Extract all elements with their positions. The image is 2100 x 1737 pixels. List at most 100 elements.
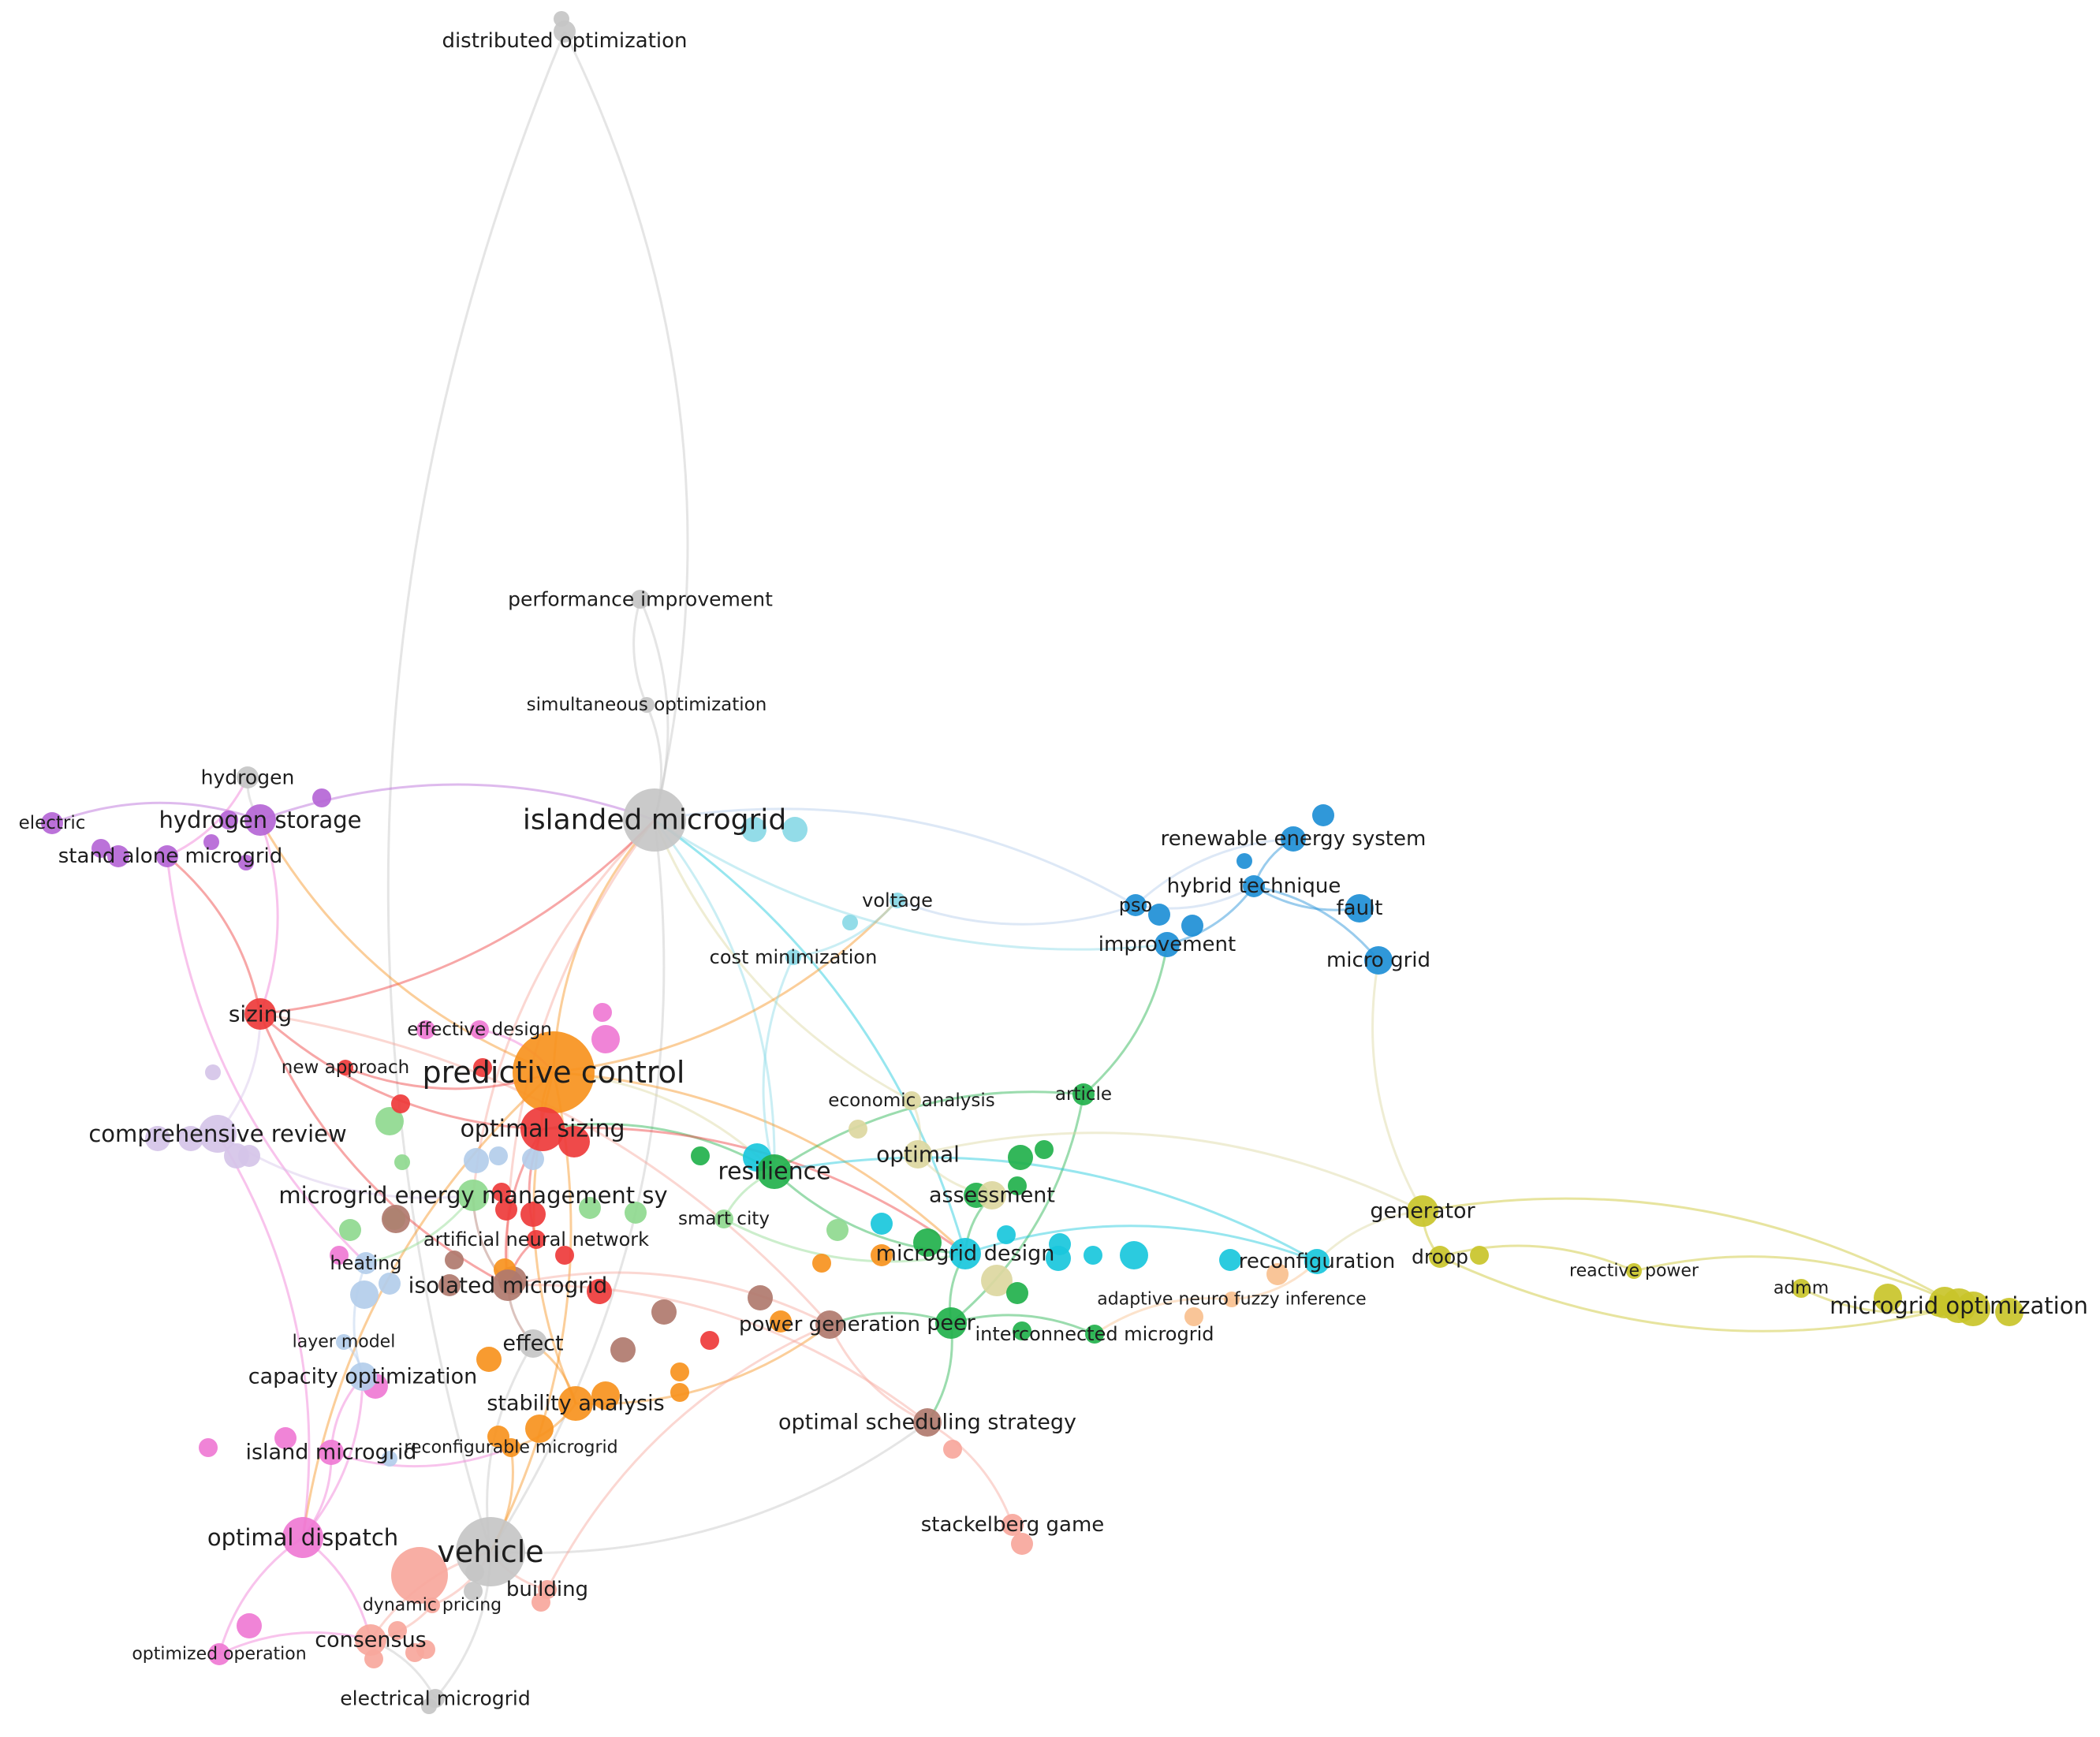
node-smart-city[interactable] <box>714 1210 733 1228</box>
node-artificial-neural-network[interactable] <box>527 1230 546 1249</box>
label-optimal-scheduling-strategy[interactable]: optimal scheduling strategy <box>778 1411 1076 1435</box>
minor-node[interactable] <box>558 1126 590 1157</box>
minor-node[interactable] <box>871 1244 893 1266</box>
node-reactive-power[interactable] <box>1626 1263 1642 1279</box>
label-cost-minimization[interactable]: cost minimization <box>710 946 878 968</box>
node-article[interactable] <box>1072 1083 1095 1105</box>
node-comprehensive-review[interactable] <box>199 1115 237 1153</box>
minor-node[interactable] <box>388 1621 407 1640</box>
label-stability-analysis[interactable]: stability analysis <box>487 1392 664 1416</box>
node-optimal-sizing[interactable] <box>520 1107 565 1151</box>
node-stackelberg-game[interactable] <box>1002 1514 1024 1536</box>
label-improvement[interactable]: improvement <box>1098 933 1236 956</box>
minor-node[interactable] <box>842 915 858 930</box>
minor-node[interactable] <box>520 1202 546 1227</box>
label-reconfigurable-microgrid[interactable]: reconfigurable microgrid <box>404 1438 617 1458</box>
node-consensus[interactable] <box>355 1624 386 1656</box>
label-islanded-microgrid[interactable]: islanded microgrid <box>523 804 786 837</box>
label-hydrogen-storage[interactable]: hydrogen storage <box>159 807 362 833</box>
minor-node[interactable] <box>199 1438 218 1457</box>
node-hydrogen[interactable] <box>237 766 259 788</box>
node-stand-alone-microgrid[interactable] <box>156 845 178 867</box>
node-voltage[interactable] <box>890 893 905 908</box>
minor-node[interactable] <box>1084 1246 1102 1265</box>
minor-node[interactable] <box>1013 1321 1031 1340</box>
node-dynamic-pricing[interactable] <box>424 1597 440 1613</box>
minor-node[interactable] <box>237 1613 262 1638</box>
node-distributed-optimization[interactable] <box>554 21 576 43</box>
minor-node[interactable] <box>375 1107 404 1135</box>
node-economic-analysis[interactable] <box>902 1091 921 1110</box>
minor-node[interactable] <box>476 1347 502 1372</box>
minor-node[interactable] <box>1008 1145 1033 1170</box>
minor-node[interactable] <box>849 1120 867 1139</box>
minor-node[interactable] <box>416 1020 435 1039</box>
label-voltage[interactable]: voltage <box>862 889 933 911</box>
label-economic-analysis[interactable]: economic analysis <box>828 1090 994 1111</box>
label-heating[interactable]: heating <box>330 1252 401 1274</box>
label-stackelberg-game[interactable]: stackelberg game <box>921 1513 1105 1537</box>
node-optimal-dispatch[interactable] <box>282 1517 323 1558</box>
minor-node[interactable] <box>339 1219 361 1241</box>
minor-node[interactable] <box>591 1025 620 1053</box>
label-resilience[interactable]: resilience <box>718 1158 830 1186</box>
minor-node[interactable] <box>1312 804 1334 826</box>
label-microgrid-energy-management-sy[interactable]: microgrid energy management sy <box>278 1182 667 1209</box>
minor-node[interactable] <box>579 1197 601 1219</box>
label-hydrogen[interactable]: hydrogen <box>201 766 295 789</box>
minor-node[interactable] <box>555 1246 574 1265</box>
node-microgrid-optimization[interactable] <box>1941 1288 1976 1323</box>
label-consensus[interactable]: consensus <box>315 1628 427 1653</box>
node-fault[interactable] <box>1345 894 1374 923</box>
node-hydrogen-storage[interactable] <box>244 804 276 836</box>
minor-node[interactable] <box>203 834 219 850</box>
minor-node[interactable] <box>473 1058 492 1077</box>
minor-node[interactable] <box>1237 853 1252 869</box>
minor-node[interactable] <box>379 1273 401 1295</box>
node-electric[interactable] <box>41 812 63 834</box>
label-optimal[interactable]: optimal <box>876 1142 960 1168</box>
minor-node[interactable] <box>416 1640 435 1659</box>
node-heating[interactable] <box>355 1252 377 1274</box>
node-pso[interactable] <box>1125 894 1147 916</box>
label-article[interactable]: article <box>1055 1084 1112 1105</box>
node-vehicle[interactable] <box>456 1517 525 1586</box>
node-optimal-scheduling-strategy[interactable] <box>913 1408 942 1437</box>
minor-node[interactable] <box>1011 1533 1033 1555</box>
minor-node[interactable] <box>391 1094 410 1113</box>
label-admm[interactable]: admm <box>1774 1279 1829 1299</box>
label-optimized-operation[interactable]: optimized operation <box>132 1645 306 1664</box>
minor-node[interactable] <box>1184 1307 1203 1326</box>
minor-node[interactable] <box>1995 1298 2024 1326</box>
node-effective-design[interactable] <box>470 1020 489 1039</box>
minor-node[interactable] <box>587 1279 612 1304</box>
label-power-generation[interactable]: power generation <box>739 1313 920 1336</box>
minor-node[interactable] <box>274 1427 297 1449</box>
label-optimal-dispatch[interactable]: optimal dispatch <box>207 1524 398 1551</box>
node-sizing[interactable] <box>244 998 276 1030</box>
minor-node[interactable] <box>1006 1282 1028 1304</box>
node-islanded-microgrid[interactable] <box>623 788 686 852</box>
node-microgrid-design[interactable] <box>949 1238 981 1269</box>
node-droop[interactable] <box>1429 1246 1451 1268</box>
minor-node[interactable] <box>981 1265 1013 1296</box>
minor-node[interactable] <box>464 1148 489 1173</box>
node-capacity-optimization[interactable] <box>349 1362 377 1391</box>
minor-node[interactable] <box>997 1225 1016 1244</box>
minor-node[interactable] <box>871 1213 893 1235</box>
minor-node[interactable] <box>812 1254 831 1273</box>
node-optimal[interactable] <box>904 1140 932 1169</box>
node-resilience[interactable] <box>757 1154 792 1189</box>
node-island-microgrid[interactable] <box>319 1440 344 1465</box>
minor-node[interactable] <box>438 1274 461 1296</box>
label-sizing[interactable]: sizing <box>229 1001 292 1027</box>
minor-node[interactable] <box>741 817 767 842</box>
node-reconfigurable-microgrid[interactable] <box>502 1438 520 1457</box>
minor-node[interactable] <box>670 1362 689 1381</box>
minor-node[interactable] <box>391 1547 448 1604</box>
node-layer-model[interactable] <box>336 1334 352 1350</box>
minor-node[interactable] <box>591 1381 620 1410</box>
minor-node[interactable] <box>1008 1176 1027 1195</box>
minor-node[interactable] <box>382 1205 410 1233</box>
label-adaptive-neuro-fuzzy-inference[interactable]: adaptive neuro fuzzy inference <box>1097 1290 1366 1310</box>
